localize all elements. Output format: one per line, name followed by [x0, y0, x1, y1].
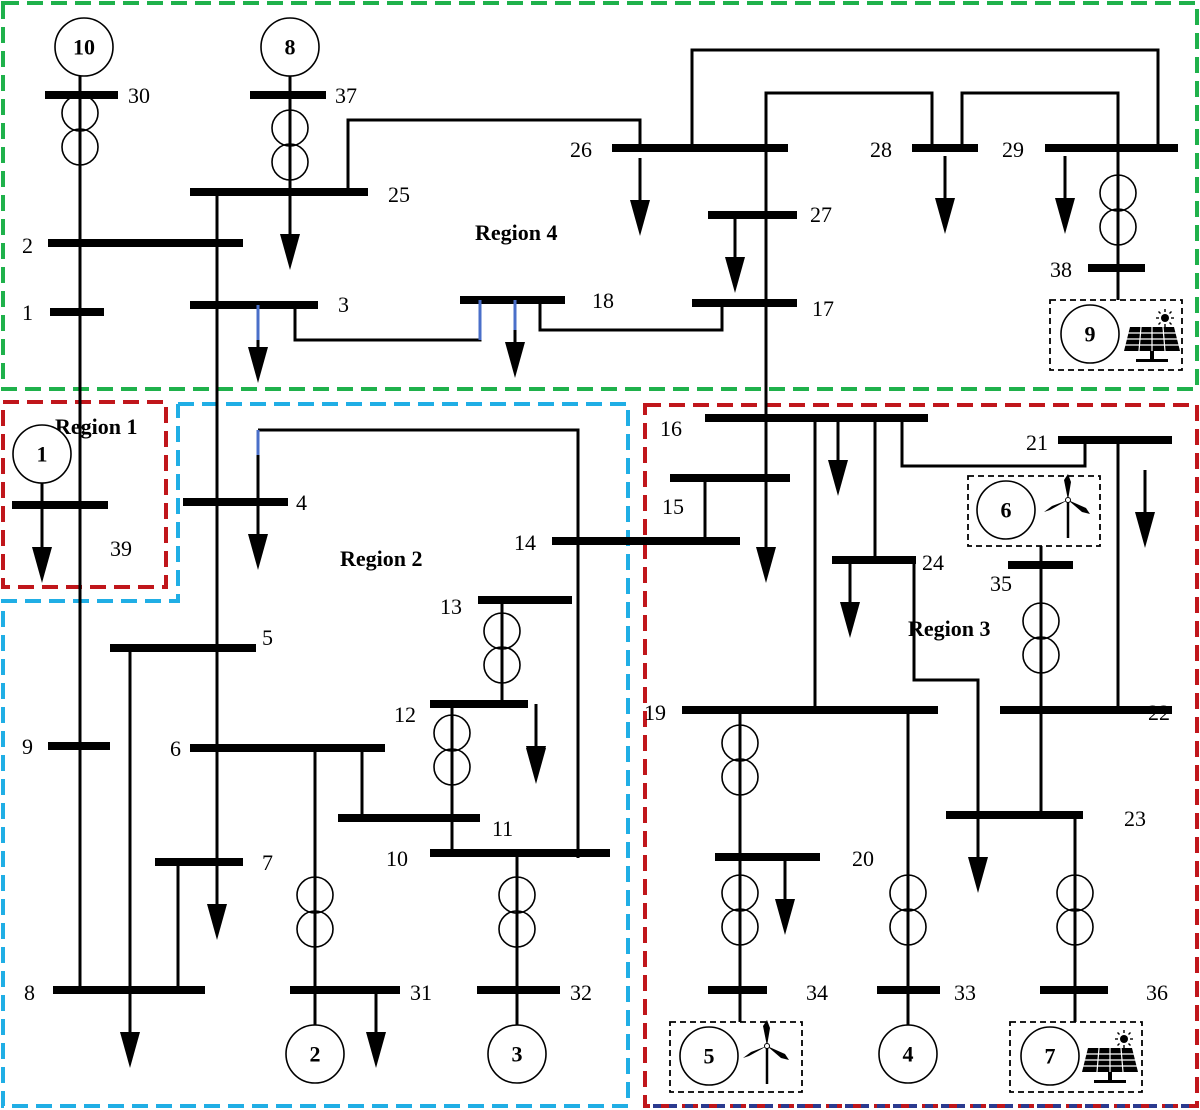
load-arrow-bus-31 — [364, 988, 388, 1070]
bus-label: 31 — [410, 980, 432, 1005]
bus-label: 14 — [514, 530, 536, 555]
generator-label: 6 — [1001, 498, 1012, 523]
sun-icon — [1114, 1029, 1134, 1049]
generator-4: 4 — [878, 1024, 938, 1084]
bus-label: 16 — [660, 416, 682, 441]
load-arrow-bus-15 — [754, 503, 778, 585]
bus-label: 25 — [388, 182, 410, 207]
bus-label: 39 — [110, 536, 132, 561]
bus-label: 12 — [394, 702, 416, 727]
bus-label: 38 — [1050, 257, 1072, 282]
generator-label: 7 — [1045, 1044, 1056, 1069]
generator-7: 7 — [1020, 1026, 1080, 1086]
region-2-label: Region 2 — [340, 546, 423, 571]
generator-label: 3 — [512, 1042, 523, 1067]
bus-label: 10 — [386, 846, 408, 871]
generator-label: 9 — [1085, 322, 1096, 347]
generator-6: 6 — [976, 480, 1036, 540]
sun-icon — [1155, 308, 1175, 328]
load-arrow-bus-39 — [30, 503, 54, 585]
bus-label: 17 — [812, 296, 834, 321]
bus-label: 15 — [662, 494, 684, 519]
bus-label: 23 — [1124, 806, 1146, 831]
bus-label: 8 — [24, 980, 35, 1005]
load-arrow-bus-26 — [628, 156, 652, 238]
region-4-label: Region 4 — [475, 220, 558, 245]
bus-label: 6 — [170, 736, 181, 761]
load-arrow-bus-7 — [205, 860, 229, 942]
bus-label: 21 — [1026, 430, 1048, 455]
region-1-label: Region 1 — [55, 414, 138, 439]
bus-label: 5 — [262, 625, 273, 650]
bus-label: 26 — [570, 137, 592, 162]
generator-8: 8 — [260, 17, 320, 77]
load-arrow-bus-28 — [933, 154, 957, 236]
bus-label: 32 — [570, 980, 592, 1005]
generator-label: 4 — [903, 1042, 914, 1067]
bus-label: 20 — [852, 846, 874, 871]
bus-label: 30 — [128, 83, 150, 108]
load-arrow-bus-24 — [838, 558, 862, 640]
bus-label: 33 — [954, 980, 976, 1005]
load-arrow-bus-16 — [826, 416, 850, 498]
bus-label: 37 — [335, 83, 357, 108]
generator-10: 10 — [54, 17, 114, 77]
generator-label: 10 — [73, 35, 95, 60]
region-1-boundary — [1, 400, 168, 589]
region-2-boundary — [1, 402, 630, 1108]
generator-5: 5 — [679, 1026, 739, 1086]
load-arrow-bus-21 — [1133, 468, 1157, 550]
bus-label: 28 — [870, 137, 892, 162]
bus-label: 1 — [22, 300, 33, 325]
load-arrow-bus-23 — [966, 813, 990, 895]
generator-label: 1 — [37, 442, 48, 467]
bus-label: 4 — [296, 490, 307, 515]
bus-label: 24 — [922, 550, 944, 575]
load-arrow-bus-29 — [1053, 154, 1077, 236]
bus-label: 19 — [644, 700, 666, 725]
generator-3: 3 — [487, 1024, 547, 1084]
load-arrow-bus-27 — [723, 213, 747, 295]
generator-label: 8 — [285, 35, 296, 60]
bus-label: 9 — [22, 734, 33, 759]
load-arrow-bus-8 — [118, 988, 142, 1070]
generator-label: 2 — [310, 1042, 321, 1067]
generator-1: 1 — [12, 424, 72, 484]
region-4-boundary — [1, 1, 1199, 391]
generator-2: 2 — [285, 1024, 345, 1084]
bus-label: 7 — [262, 850, 273, 875]
load-arrow-bus-25 — [278, 190, 302, 272]
bus-label: 13 — [440, 594, 462, 619]
bus-label: 34 — [806, 980, 828, 1005]
bus-label: 11 — [492, 816, 513, 841]
buses — [12, 91, 1178, 994]
bus-label: 18 — [592, 288, 614, 313]
bus-label: 2 — [22, 233, 33, 258]
bus-label: 27 — [810, 202, 832, 227]
bus-labels: 30 37 25 2 1 3 18 17 27 26 28 29 38 39 4… — [22, 83, 1170, 1005]
bus-label: 36 — [1146, 980, 1168, 1005]
bus-label: 29 — [1002, 137, 1024, 162]
bus-label: 22 — [1148, 700, 1170, 725]
bus-label: 35 — [990, 571, 1012, 596]
generator-label: 5 — [704, 1044, 715, 1069]
load-arrow-bus-20 — [773, 855, 797, 937]
generator-9: 9 — [1060, 304, 1120, 364]
region-3-label: Region 3 — [908, 616, 991, 641]
bus-label: 3 — [338, 292, 349, 317]
region-3-boundary — [643, 403, 1199, 1108]
